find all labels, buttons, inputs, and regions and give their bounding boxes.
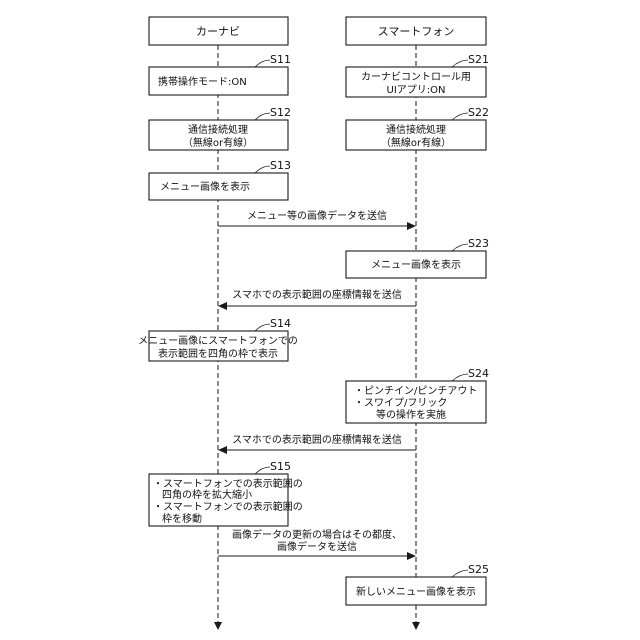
smartphone-actor-label: スマートフォン [378,25,455,38]
message-image-data-arrowhead [407,222,416,230]
message-coordinates-2-label: スマホでの表示範囲の座標情報を送信 [232,433,402,446]
step-s22: 通信接続処理 （無線or有線） S22 [346,106,489,150]
step-s15-line3: ・スマートフォンでの表示範囲の [153,500,303,513]
message-coordinates-1-arrowhead [218,302,227,310]
step-s22-label: S22 [468,106,489,119]
message-coordinates-1: スマホでの表示範囲の座標情報を送信 [218,288,416,310]
step-s25: 新しいメニュー画像を表示 S25 [346,563,489,605]
step-s12-line2: （無線or有線） [183,136,253,149]
car-navi-actor-label: カーナビ [196,25,240,38]
message-coordinates-1-label: スマホでの表示範囲の座標情報を送信 [232,288,402,301]
step-s21-label: S21 [468,53,489,66]
step-s12-label: S12 [270,106,291,119]
step-s14-line2: 表示範囲を四角の枠で表示 [158,347,278,360]
message-image-update-line2: 画像データを送信 [277,540,357,553]
step-s22-line1: 通信接続処理 [386,123,446,136]
step-s21-line2: UIアプリ:ON [387,84,446,96]
step-s15-line1: ・スマートフォンでの表示範囲の [153,477,303,490]
step-s14-label: S14 [270,317,291,330]
step-s23-label: S23 [468,237,489,250]
step-s15-line2: 四角の枠を拡大縮小 [162,488,252,501]
smartphone-actor: スマートフォン [346,17,486,45]
step-s11-label: S11 [270,53,291,66]
message-image-update: 画像データの更新の場合はその都度、 画像データを送信 [218,528,416,560]
step-s25-text: 新しいメニュー画像を表示 [356,585,476,598]
car-navi-lifeline-end-arrow [214,622,222,630]
step-s23-text: メニュー画像を表示 [371,258,461,271]
step-s15-label: S15 [270,460,291,473]
message-image-update-line1: 画像データの更新の場合はその都度、 [232,528,402,541]
step-s11: 携帯操作モード:ON S11 [149,53,291,95]
smartphone-lifeline-end-arrow [412,622,420,630]
step-s24-line3: 等の操作を実施 [376,408,446,421]
step-s21: カーナビコントロール用 UIアプリ:ON S21 [346,53,489,97]
message-coordinates-2: スマホでの表示範囲の座標情報を送信 [218,433,416,454]
step-s14: メニュー画像にスマートフォンでの 表示範囲を四角の枠で表示 S14 [138,317,298,361]
message-image-update-arrowhead [407,552,416,560]
step-s25-label: S25 [468,563,489,576]
step-s24-line1: ・ピンチイン/ピンチアウト [354,385,477,397]
step-s12-line1: 通信接続処理 [188,123,248,136]
step-s22-line2: （無線or有線） [381,136,451,149]
step-s23: メニュー画像を表示 S23 [346,237,489,278]
step-s21-line1: カーナビコントロール用 [361,71,471,83]
message-image-data: メニュー等の画像データを送信 [218,209,416,230]
step-s13-text: メニュー画像を表示 [160,180,250,193]
step-s13-label: S13 [270,159,291,172]
step-s15: ・スマートフォンでの表示範囲の 四角の枠を拡大縮小 ・スマートフォンでの表示範囲… [149,460,303,526]
step-s11-text: 携帯操作モード:ON [158,75,247,88]
step-s13: メニュー画像を表示 S13 [149,159,291,200]
step-s24-line2: ・スワイプ/フリック [354,397,447,409]
message-coordinates-2-arrowhead [218,446,227,454]
step-s24: ・ピンチイン/ピンチアウト ・スワイプ/フリック 等の操作を実施 S24 [346,367,489,423]
car-navi-actor: カーナビ [149,17,288,45]
step-s14-line1: メニュー画像にスマートフォンでの [138,335,298,347]
step-s12: 通信接続処理 （無線or有線） S12 [149,106,291,150]
step-s24-label: S24 [468,367,489,380]
message-image-data-label: メニュー等の画像データを送信 [247,209,387,222]
step-s15-line4: 枠を移動 [162,512,202,525]
